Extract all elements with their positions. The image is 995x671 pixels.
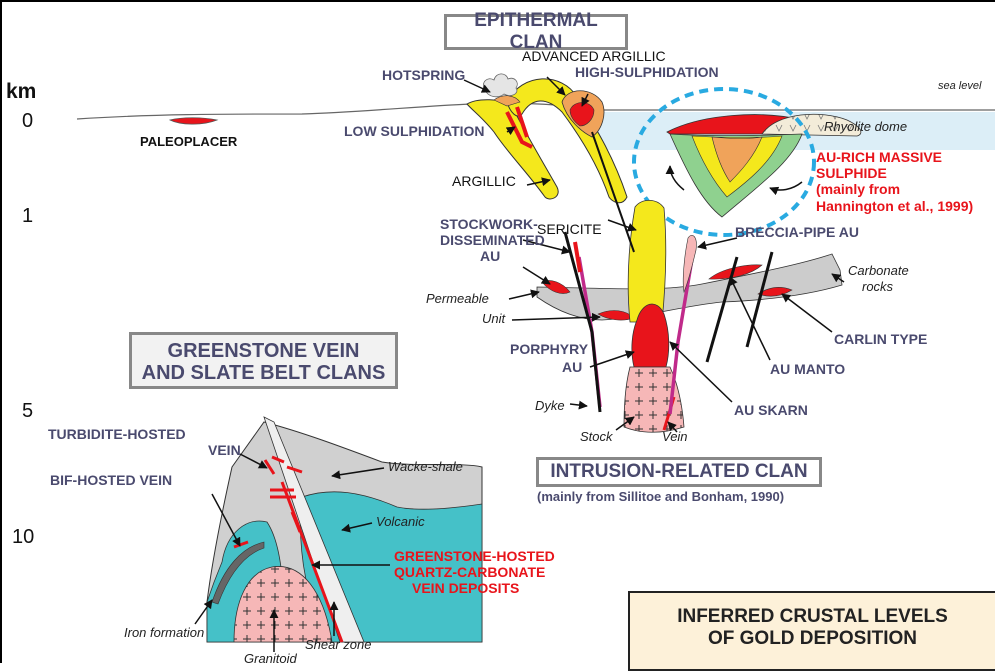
- arrow-breccia: [698, 238, 737, 247]
- label-granitoid: Granitoid: [244, 652, 297, 666]
- label-argillic: ARGILLIC: [452, 174, 516, 189]
- label-vein: Vein: [662, 430, 688, 444]
- label-shear-zone: Shear zone: [305, 638, 372, 652]
- label-hotspring: HOTSPRING: [382, 68, 465, 83]
- label-sea-level: sea level: [938, 80, 981, 92]
- inferred-levels-line1: INFERRED CRUSTAL LEVELS: [628, 606, 995, 628]
- sericite-alteration: [628, 200, 666, 322]
- label-greenstone-hosted-line3: VEIN DEPOSITS: [412, 581, 519, 596]
- label-porphyry-line2: AU: [562, 360, 582, 375]
- fault-line-1: [565, 232, 600, 412]
- label-vms-line3: (mainly from: [816, 182, 900, 197]
- label-high-sulphidation: HIGH-SULPHIDATION: [575, 65, 719, 80]
- label-volcanic: Volcanic: [376, 515, 425, 529]
- label-breccia-pipe: BRECCIA-PIPE AU: [735, 225, 859, 240]
- label-rhyolite-dome: Rhyolite dome: [824, 120, 907, 134]
- greenstone-clan-title-line2: AND SLATE BELT CLANS: [129, 362, 398, 384]
- arrow-dyke: [570, 404, 587, 406]
- label-advanced-argillic: ADVANCED ARGILLIC: [522, 49, 666, 64]
- label-carbonate-line1: Carbonate: [848, 264, 909, 278]
- depth-tick-5: 5: [22, 400, 33, 423]
- arrow-sericite: [608, 220, 636, 230]
- label-dyke: Dyke: [535, 399, 565, 413]
- arrow-carlin: [782, 294, 832, 332]
- label-wacke-shale: Wacke-shale: [388, 460, 463, 474]
- label-stockwork-line2: DISSEMINATED: [440, 233, 545, 248]
- epithermal-clan-box: EPITHERMAL CLAN: [444, 14, 628, 50]
- depth-tick-10: 10: [12, 526, 34, 549]
- label-sillitoe-reference: (mainly from Sillitoe and Bonham, 1990): [537, 490, 784, 504]
- label-turbidite-line2: VEIN: [208, 443, 241, 458]
- greenstone-clan-title-line1: GREENSTONE VEIN: [129, 340, 398, 362]
- depth-tick-0: 0: [22, 110, 33, 133]
- label-permeable: Permeable: [426, 292, 489, 306]
- label-au-skarn: AU SKARN: [734, 403, 808, 418]
- breccia-pipe: [683, 235, 696, 292]
- paleoplacer-lens: [170, 118, 217, 124]
- label-carbonate-line2: rocks: [862, 280, 893, 294]
- label-stockwork-line1: STOCKWORK-: [440, 217, 538, 232]
- label-stock: Stock: [580, 430, 613, 444]
- hotspring-steam: [483, 74, 517, 97]
- label-greenstone-hosted-line1: GREENSTONE-HOSTED: [394, 549, 555, 564]
- label-vms-line1: AU-RICH MASSIVE: [816, 150, 942, 165]
- arrow-stockwork-2: [523, 267, 550, 284]
- label-stockwork-line3: AU: [480, 249, 500, 264]
- intrusion-clan-box: INTRUSION-RELATED CLAN: [536, 457, 822, 487]
- label-porphyry-line1: PORPHYRY: [510, 342, 588, 357]
- label-bif-hosted-vein: BIF-HOSTED VEIN: [50, 473, 172, 488]
- label-vms-line4: Hannington et al., 1999): [816, 199, 973, 214]
- label-unit: Unit: [482, 312, 505, 326]
- label-greenstone-hosted-line2: QUARTZ-CARBONATE: [394, 565, 545, 580]
- vms-arrow-left: [670, 166, 684, 190]
- label-iron-formation: Iron formation: [124, 626, 204, 640]
- label-au-manto: AU MANTO: [770, 362, 845, 377]
- label-turbidite-line1: TURBIDITE-HOSTED: [48, 427, 186, 442]
- arrow-skarn: [670, 342, 732, 402]
- vms-arrow-right: [770, 182, 802, 190]
- depth-tick-1: 1: [22, 205, 33, 228]
- label-low-sulphidation: LOW SULPHIDATION: [344, 124, 485, 139]
- label-sericite: SERICITE: [537, 222, 602, 237]
- inferred-levels-line2: OF GOLD DEPOSITION: [628, 628, 995, 650]
- label-vms-line2: SULPHIDE: [816, 166, 887, 181]
- arrow-permeable: [509, 292, 539, 299]
- depth-axis-unit: km: [6, 80, 36, 104]
- label-paleoplacer: PALEOPLACER: [140, 135, 237, 149]
- label-carlin-type: CARLIN TYPE: [834, 332, 927, 347]
